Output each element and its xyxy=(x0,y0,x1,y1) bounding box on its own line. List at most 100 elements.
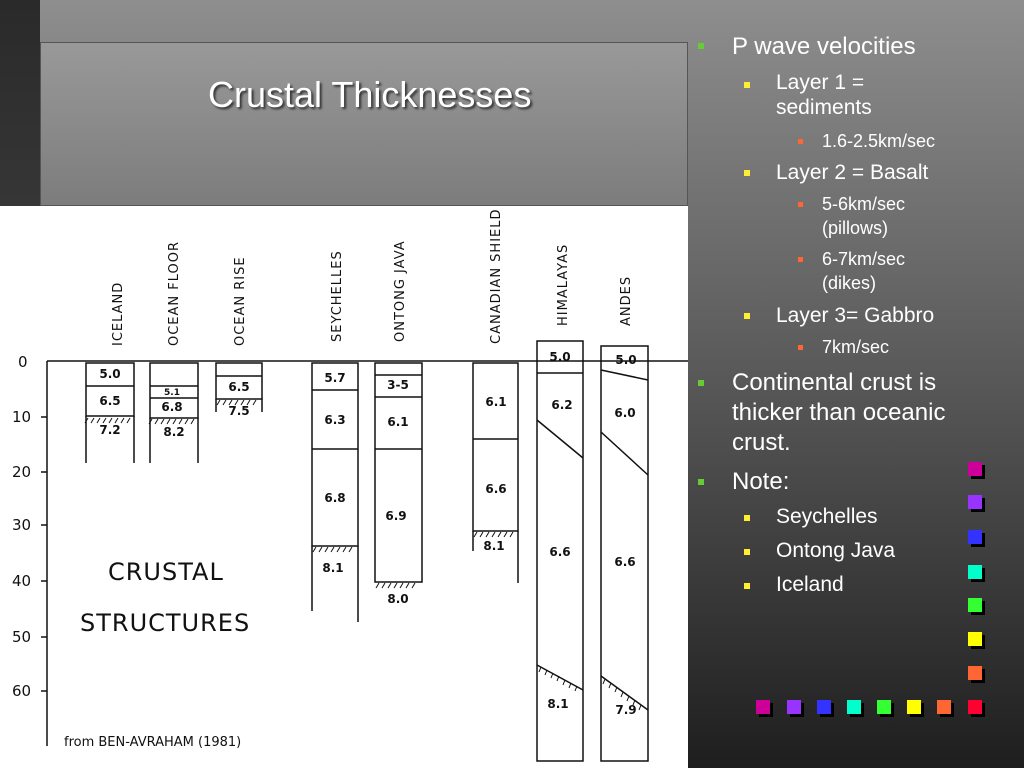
bullet-ontong-java: Ontong Java xyxy=(776,539,896,562)
canadian-shield-velocity-2: 6.6 xyxy=(485,482,506,496)
slide-title: Crustal Thicknesses xyxy=(208,74,532,115)
bullet-layer1-line1: Layer 1 = xyxy=(776,71,865,94)
figure-credit: from BEN-AVRAHAM (1981) xyxy=(64,735,241,750)
depth-tick-50: 50 xyxy=(12,628,31,646)
moho-hatch-marks xyxy=(84,399,642,711)
himalayas-velocity-3: 6.6 xyxy=(549,545,570,559)
bullet-marker-l1 xyxy=(698,380,704,386)
decor-square-orange xyxy=(937,700,951,714)
andes-velocity-3: 6.6 xyxy=(614,555,635,569)
bullet-marker-l2 xyxy=(744,170,750,176)
column-label-ocean-rise: OCEAN RISE xyxy=(233,256,248,346)
bullet-layer3: Layer 3= Gabbro xyxy=(776,304,935,327)
iceland-velocity-3: 7.2 xyxy=(99,423,120,437)
bullet-marker-l2 xyxy=(744,313,750,319)
decor-square-magenta xyxy=(756,700,770,714)
bullet-marker-l2 xyxy=(744,82,750,88)
iceland-velocity-2: 6.5 xyxy=(99,394,120,408)
title-panel xyxy=(40,42,688,206)
bullet-marker-l2 xyxy=(744,549,750,555)
bullet-continental-line3: crust. xyxy=(732,429,791,456)
bullet-marker-l2 xyxy=(744,583,750,589)
column-label-seychelles: SEYCHELLES xyxy=(330,250,345,342)
bullet-seychelles: Seychelles xyxy=(776,505,878,528)
decor-square-purple xyxy=(787,700,801,714)
decor-square-blue xyxy=(968,530,982,544)
ontong-java-velocity-3: 6.9 xyxy=(385,509,406,523)
ontong-java-velocity-4: 8.0 xyxy=(387,592,408,606)
bullet-continental-line2: thicker than oceanic xyxy=(732,399,946,426)
bullet-layer2: Layer 2 = Basalt xyxy=(776,161,929,184)
himalayas-velocity-4: 8.1 xyxy=(547,697,568,711)
decor-square-yellow xyxy=(968,632,982,646)
bullet-marker-l2 xyxy=(744,515,750,521)
decor-square-yellow xyxy=(907,700,921,714)
column-label-himalayas: HIMALAYAS xyxy=(556,244,571,326)
bullet-pillows-line2: (pillows) xyxy=(822,218,889,238)
decor-square-green xyxy=(877,700,891,714)
ontong-java-velocity-1: 3-5 xyxy=(387,378,409,392)
andes-velocity-1: 5.0 xyxy=(615,353,636,367)
depth-tick-10: 10 xyxy=(12,408,31,426)
ocean-floor-velocity-3: 8.2 xyxy=(163,425,184,439)
caption-line-1: CRUSTAL xyxy=(108,558,224,586)
depth-tick-30: 30 xyxy=(12,516,31,534)
bullet-p-wave: P wave velocities xyxy=(732,33,916,60)
andes-velocity-2: 6.0 xyxy=(614,406,635,420)
decor-square-teal xyxy=(847,700,861,714)
column-label-andes: ANDES xyxy=(619,276,634,326)
column-label-canadian-shield: CANADIAN SHIELD xyxy=(489,208,504,344)
bullet-note: Note: xyxy=(732,468,790,495)
decor-square-blue xyxy=(817,700,831,714)
ocean-rise-velocity-1: 6.5 xyxy=(228,380,249,394)
figure-captions: CRUSTAL STRUCTURES from BEN-AVRAHAM (198… xyxy=(64,558,250,750)
bullet-dikes-line2: (dikes) xyxy=(822,273,877,293)
decor-square-orange xyxy=(968,666,982,680)
depth-tick-labels: 0 10 20 30 40 50 60 xyxy=(12,353,31,700)
depth-tick-60: 60 xyxy=(12,682,31,700)
himalayas-velocity-2: 6.2 xyxy=(551,398,572,412)
himalayas-velocity-1: 5.0 xyxy=(549,350,570,364)
ocean-floor-velocity-2: 6.8 xyxy=(161,400,182,414)
crustal-structures-drawing: 0 10 20 30 40 50 60 ICELAND OCEAN FLOOR … xyxy=(12,208,688,762)
seychelles-velocity-2: 6.3 xyxy=(324,413,345,427)
bullet-marker-l3 xyxy=(798,257,803,262)
canadian-shield-velocity-3: 8.1 xyxy=(483,539,504,553)
crustal-structures-figure: 0 10 20 30 40 50 60 ICELAND OCEAN FLOOR … xyxy=(0,206,688,768)
bullet-pillows-line1: 5-6km/sec xyxy=(822,194,906,214)
depth-tick-40: 40 xyxy=(12,572,31,590)
seychelles-velocity-3: 6.8 xyxy=(324,491,345,505)
column-label-ontong-java: ONTONG JAVA xyxy=(393,240,408,342)
iceland-velocity-1: 5.0 xyxy=(99,367,120,381)
decor-square-green xyxy=(968,598,982,612)
depth-tick-20: 20 xyxy=(12,463,31,481)
seychelles-velocity-1: 5.7 xyxy=(324,371,345,385)
canadian-shield-velocity-1: 6.1 xyxy=(485,395,506,409)
column-labels: ICELAND OCEAN FLOOR OCEAN RISE SEYCHELLE… xyxy=(111,208,634,346)
column-outlines xyxy=(85,340,649,762)
depth-axis-tick-marks xyxy=(41,416,47,692)
decor-square-magenta xyxy=(968,462,982,476)
bullet-marker-l3 xyxy=(798,139,803,144)
column-label-iceland: ICELAND xyxy=(111,282,126,346)
velocity-labels: 5.0 6.5 7.2 5.1 6.8 8.2 6.5 7.5 5.7 6.3 … xyxy=(99,350,636,717)
ontong-java-velocity-2: 6.1 xyxy=(387,415,408,429)
bullet-layer1-velocity: 1.6-2.5km/sec xyxy=(822,131,936,151)
bullet-layer1-line2: sediments xyxy=(776,96,872,119)
bullet-marker-l3 xyxy=(798,345,803,350)
bullet-continental-line1: Continental crust is xyxy=(732,369,937,396)
bullet-marker-l3 xyxy=(798,202,803,207)
column-label-ocean-floor: OCEAN FLOOR xyxy=(167,241,182,346)
bullet-marker-l1 xyxy=(698,43,704,49)
bullet-gabbro-velocity: 7km/sec xyxy=(822,337,890,357)
decor-square-purple xyxy=(968,495,982,509)
bullet-iceland: Iceland xyxy=(776,573,844,596)
decor-square-red xyxy=(968,700,982,714)
bullet-dikes-line1: 6-7km/sec xyxy=(822,249,906,269)
andes-velocity-4: 7.9 xyxy=(615,703,636,717)
ocean-floor-velocity-1: 5.1 xyxy=(164,388,180,398)
decor-square-teal xyxy=(968,565,982,579)
seychelles-velocity-4: 8.1 xyxy=(322,561,343,575)
bullet-marker-l1 xyxy=(698,479,704,485)
caption-line-2: STRUCTURES xyxy=(80,609,250,637)
